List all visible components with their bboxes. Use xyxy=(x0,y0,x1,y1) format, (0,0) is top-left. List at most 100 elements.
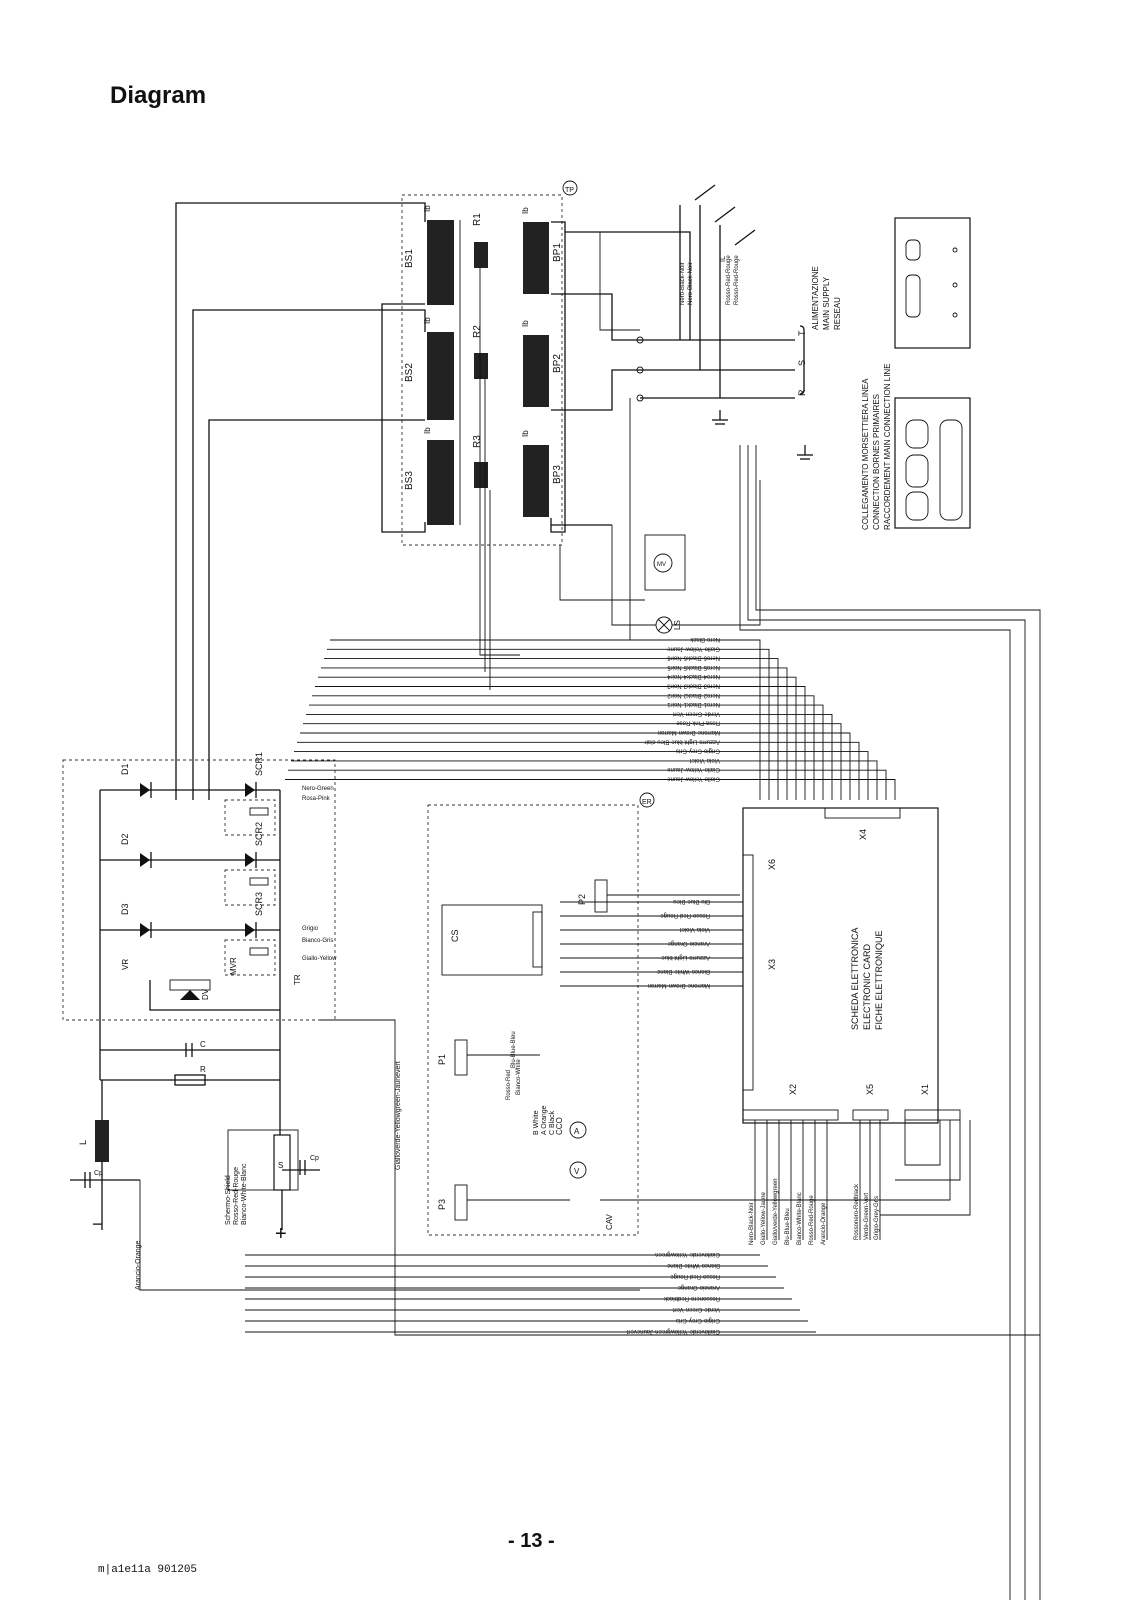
gate-label-5: Giallo-Yellow xyxy=(302,956,337,962)
mains-wire-3: Rosso-Red-Rouge xyxy=(726,255,732,305)
bundle-wire xyxy=(303,723,842,800)
bottom-wire-label: Gialloverde-Yellowgreen xyxy=(655,1251,720,1257)
connector-x5: X5 xyxy=(865,1084,875,1095)
inductor-l: L xyxy=(78,1120,109,1162)
svg-text:L: L xyxy=(78,1140,88,1145)
svg-text:Cp: Cp xyxy=(310,1155,319,1162)
x3-wire-label: Viola-Violet xyxy=(680,926,710,932)
bundle-wire xyxy=(327,648,770,800)
x2-wire-label: Nero-Black-Noir xyxy=(749,1202,755,1245)
ib-label-bs3: Ib xyxy=(423,427,432,434)
bundle-wire xyxy=(330,639,761,800)
potentiometer-p2: P2 xyxy=(577,879,608,913)
tp-tag: TP xyxy=(565,187,574,194)
diode-d3: D3 xyxy=(120,903,152,938)
primary-bp2: BP2 xyxy=(523,335,563,407)
card-label: SCHEDA ELETTRONICA ELECTRONIC CARD FICHE… xyxy=(850,925,884,1030)
bundle-wire xyxy=(300,732,851,800)
svg-text:P2: P2 xyxy=(577,894,587,905)
svg-text:BS3: BS3 xyxy=(404,471,415,490)
svg-text:BS2: BS2 xyxy=(404,363,415,382)
wire-bundle: Nero-BlackGiallo-Yellow-JauneNero6-Black… xyxy=(285,636,896,800)
svg-text:SCR3: SCR3 xyxy=(254,892,264,916)
bottom-wire-label: Verde-Green-Vert xyxy=(673,1306,720,1312)
gate-label-4: Bianco-Gris xyxy=(302,938,333,944)
svg-text:S: S xyxy=(278,1161,283,1170)
page-number: - 13 - xyxy=(508,1530,555,1552)
primary-bp1: BP1 xyxy=(523,222,563,294)
svg-text:D3: D3 xyxy=(120,903,130,915)
ib-label-bp3: Ib xyxy=(521,430,530,437)
secondary-bs1: BS1 xyxy=(404,220,454,305)
bundle-wire xyxy=(321,667,788,800)
svg-text:VR: VR xyxy=(121,959,130,970)
phase-r: R xyxy=(797,389,807,396)
bundle-wire xyxy=(318,676,797,800)
output-minus: − xyxy=(92,1214,103,1234)
bundle-wire-label: Giallo-Yellow-Jaune xyxy=(667,645,720,651)
bundle-wire xyxy=(315,686,806,800)
bundle-wire xyxy=(297,741,860,800)
potentiometer-p1: P1 xyxy=(437,1039,468,1076)
svg-text:D2: D2 xyxy=(120,833,130,845)
x3-wire-label: Marrone-Brown-Marron xyxy=(648,982,710,988)
gv-label-left: Gialloverde-Yellowgreen-Jaunevert xyxy=(395,1061,402,1170)
potentiometer-p3: P3 xyxy=(437,1184,468,1221)
x2-strip xyxy=(742,1109,839,1121)
x3-wire-label: Azzurro-Light blue xyxy=(661,954,710,960)
dv: DV xyxy=(180,988,210,1000)
bundle-wire xyxy=(294,751,869,800)
white-label: Bianco-White-Blanc xyxy=(241,1163,248,1225)
svg-text:SCR2: SCR2 xyxy=(254,822,264,846)
output-plus: + xyxy=(275,1223,287,1245)
bundle-wire-label: Marrone-Brown-Marron xyxy=(658,729,720,735)
cco-label: CCO xyxy=(555,1117,564,1135)
svg-text:D1: D1 xyxy=(120,763,130,775)
svg-text:R1: R1 xyxy=(472,213,483,226)
ib-label-bp1: Ib xyxy=(521,207,530,214)
x2-wire-label: Rosso-Red-Rouge xyxy=(809,1195,815,1245)
cp-left: Cp xyxy=(84,1170,103,1188)
x2-wire-label: Blu-Blue-Bleu xyxy=(785,1208,791,1245)
bundle-wire xyxy=(288,769,887,800)
svg-text:V: V xyxy=(574,1167,580,1176)
x3-wire-label: Blu-Blue-Bleu xyxy=(673,898,710,904)
bundle-wire xyxy=(306,713,833,800)
gate-label-2: Rosa-Pink xyxy=(302,796,331,802)
bundle-wire-label: Nero4-Black4-Noir4 xyxy=(667,673,720,679)
bottom-wire-label: Gialloverde-Yellowgreen-Jaunevert xyxy=(627,1328,720,1334)
shield-label: Schermo-Shield xyxy=(225,1175,232,1225)
cs-label: CS xyxy=(450,929,460,942)
svg-text:R2: R2 xyxy=(472,325,483,338)
x2-wire-label: Bianco-White-Blanc xyxy=(797,1192,803,1245)
mains-wire-4: Rosso-Red-Rouge xyxy=(734,255,740,305)
bundle-wire xyxy=(309,704,824,800)
bundle-wire xyxy=(285,779,896,800)
ground-icon xyxy=(797,445,813,460)
x2-wire-label: Giallo/verde-Yellowgreen xyxy=(773,1179,779,1245)
x4-strip xyxy=(824,807,901,819)
svg-text:P1: P1 xyxy=(437,1054,447,1065)
capacitor-c: C xyxy=(185,1040,206,1057)
ib-label-bs1: Ib xyxy=(423,205,432,212)
red-label: Rosso-Red-Rouge xyxy=(233,1167,240,1225)
bundle-wire-label: Nero5-Black5-Noir5 xyxy=(667,664,720,670)
svg-text:BP3: BP3 xyxy=(552,465,563,484)
mvr: MVR xyxy=(229,957,238,975)
tp-tag-circle xyxy=(562,180,578,196)
primary-bp3: BP3 xyxy=(523,445,563,517)
vr: VR xyxy=(121,959,130,970)
gate-label-3: Grigio xyxy=(302,926,319,932)
svg-text:MVR: MVR xyxy=(229,957,238,975)
svg-text:MV: MV xyxy=(657,562,666,568)
footer-code: m|a1e11a 901205 xyxy=(98,1564,198,1576)
fan-mv: MV xyxy=(644,534,686,591)
shunt-s: S xyxy=(273,1134,291,1191)
orange-label: Arancio-Orange xyxy=(135,1240,142,1290)
p1-white: Bianco-White xyxy=(516,1059,522,1095)
x6-x3-strip xyxy=(742,854,754,1091)
svg-text:R: R xyxy=(200,1065,206,1074)
cco-label-a: A Orange xyxy=(541,1105,548,1135)
